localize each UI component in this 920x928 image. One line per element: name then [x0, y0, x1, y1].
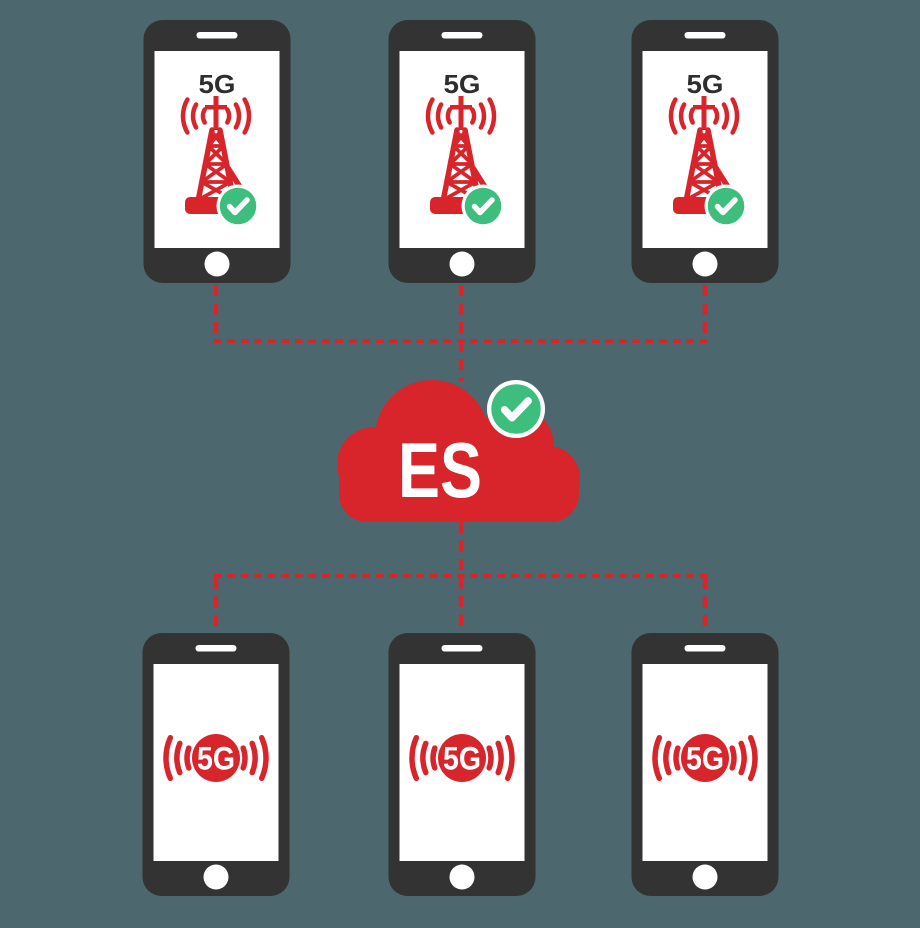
- device-label: 5G: [199, 69, 236, 99]
- cloud-label: ES: [398, 426, 482, 514]
- cloud-shape: [337, 380, 580, 522]
- device-label: 5G: [444, 69, 481, 99]
- check-icon: [462, 185, 505, 228]
- check-icon: [705, 185, 748, 228]
- device-label: 5G: [686, 741, 724, 777]
- phone-bottom-1: 5G: [142, 633, 290, 896]
- phone-bottom-2: 5G: [388, 633, 536, 896]
- device-label: 5G: [443, 741, 481, 777]
- phone-top-3: 5G: [631, 20, 779, 283]
- phone-top-1: 5G: [143, 20, 291, 283]
- check-icon: [487, 380, 545, 438]
- phone-top-2: 5G: [388, 20, 536, 283]
- cloud-es: ES: [337, 380, 580, 522]
- device-label: 5G: [687, 69, 724, 99]
- connector-lines: [213, 285, 708, 631]
- phone-bottom-3: 5G: [631, 633, 779, 896]
- top-connector-verticals: [213, 285, 708, 381]
- bottom-connector-verticals: [213, 522, 708, 631]
- device-label: 5G: [197, 741, 235, 777]
- check-icon: [217, 185, 260, 228]
